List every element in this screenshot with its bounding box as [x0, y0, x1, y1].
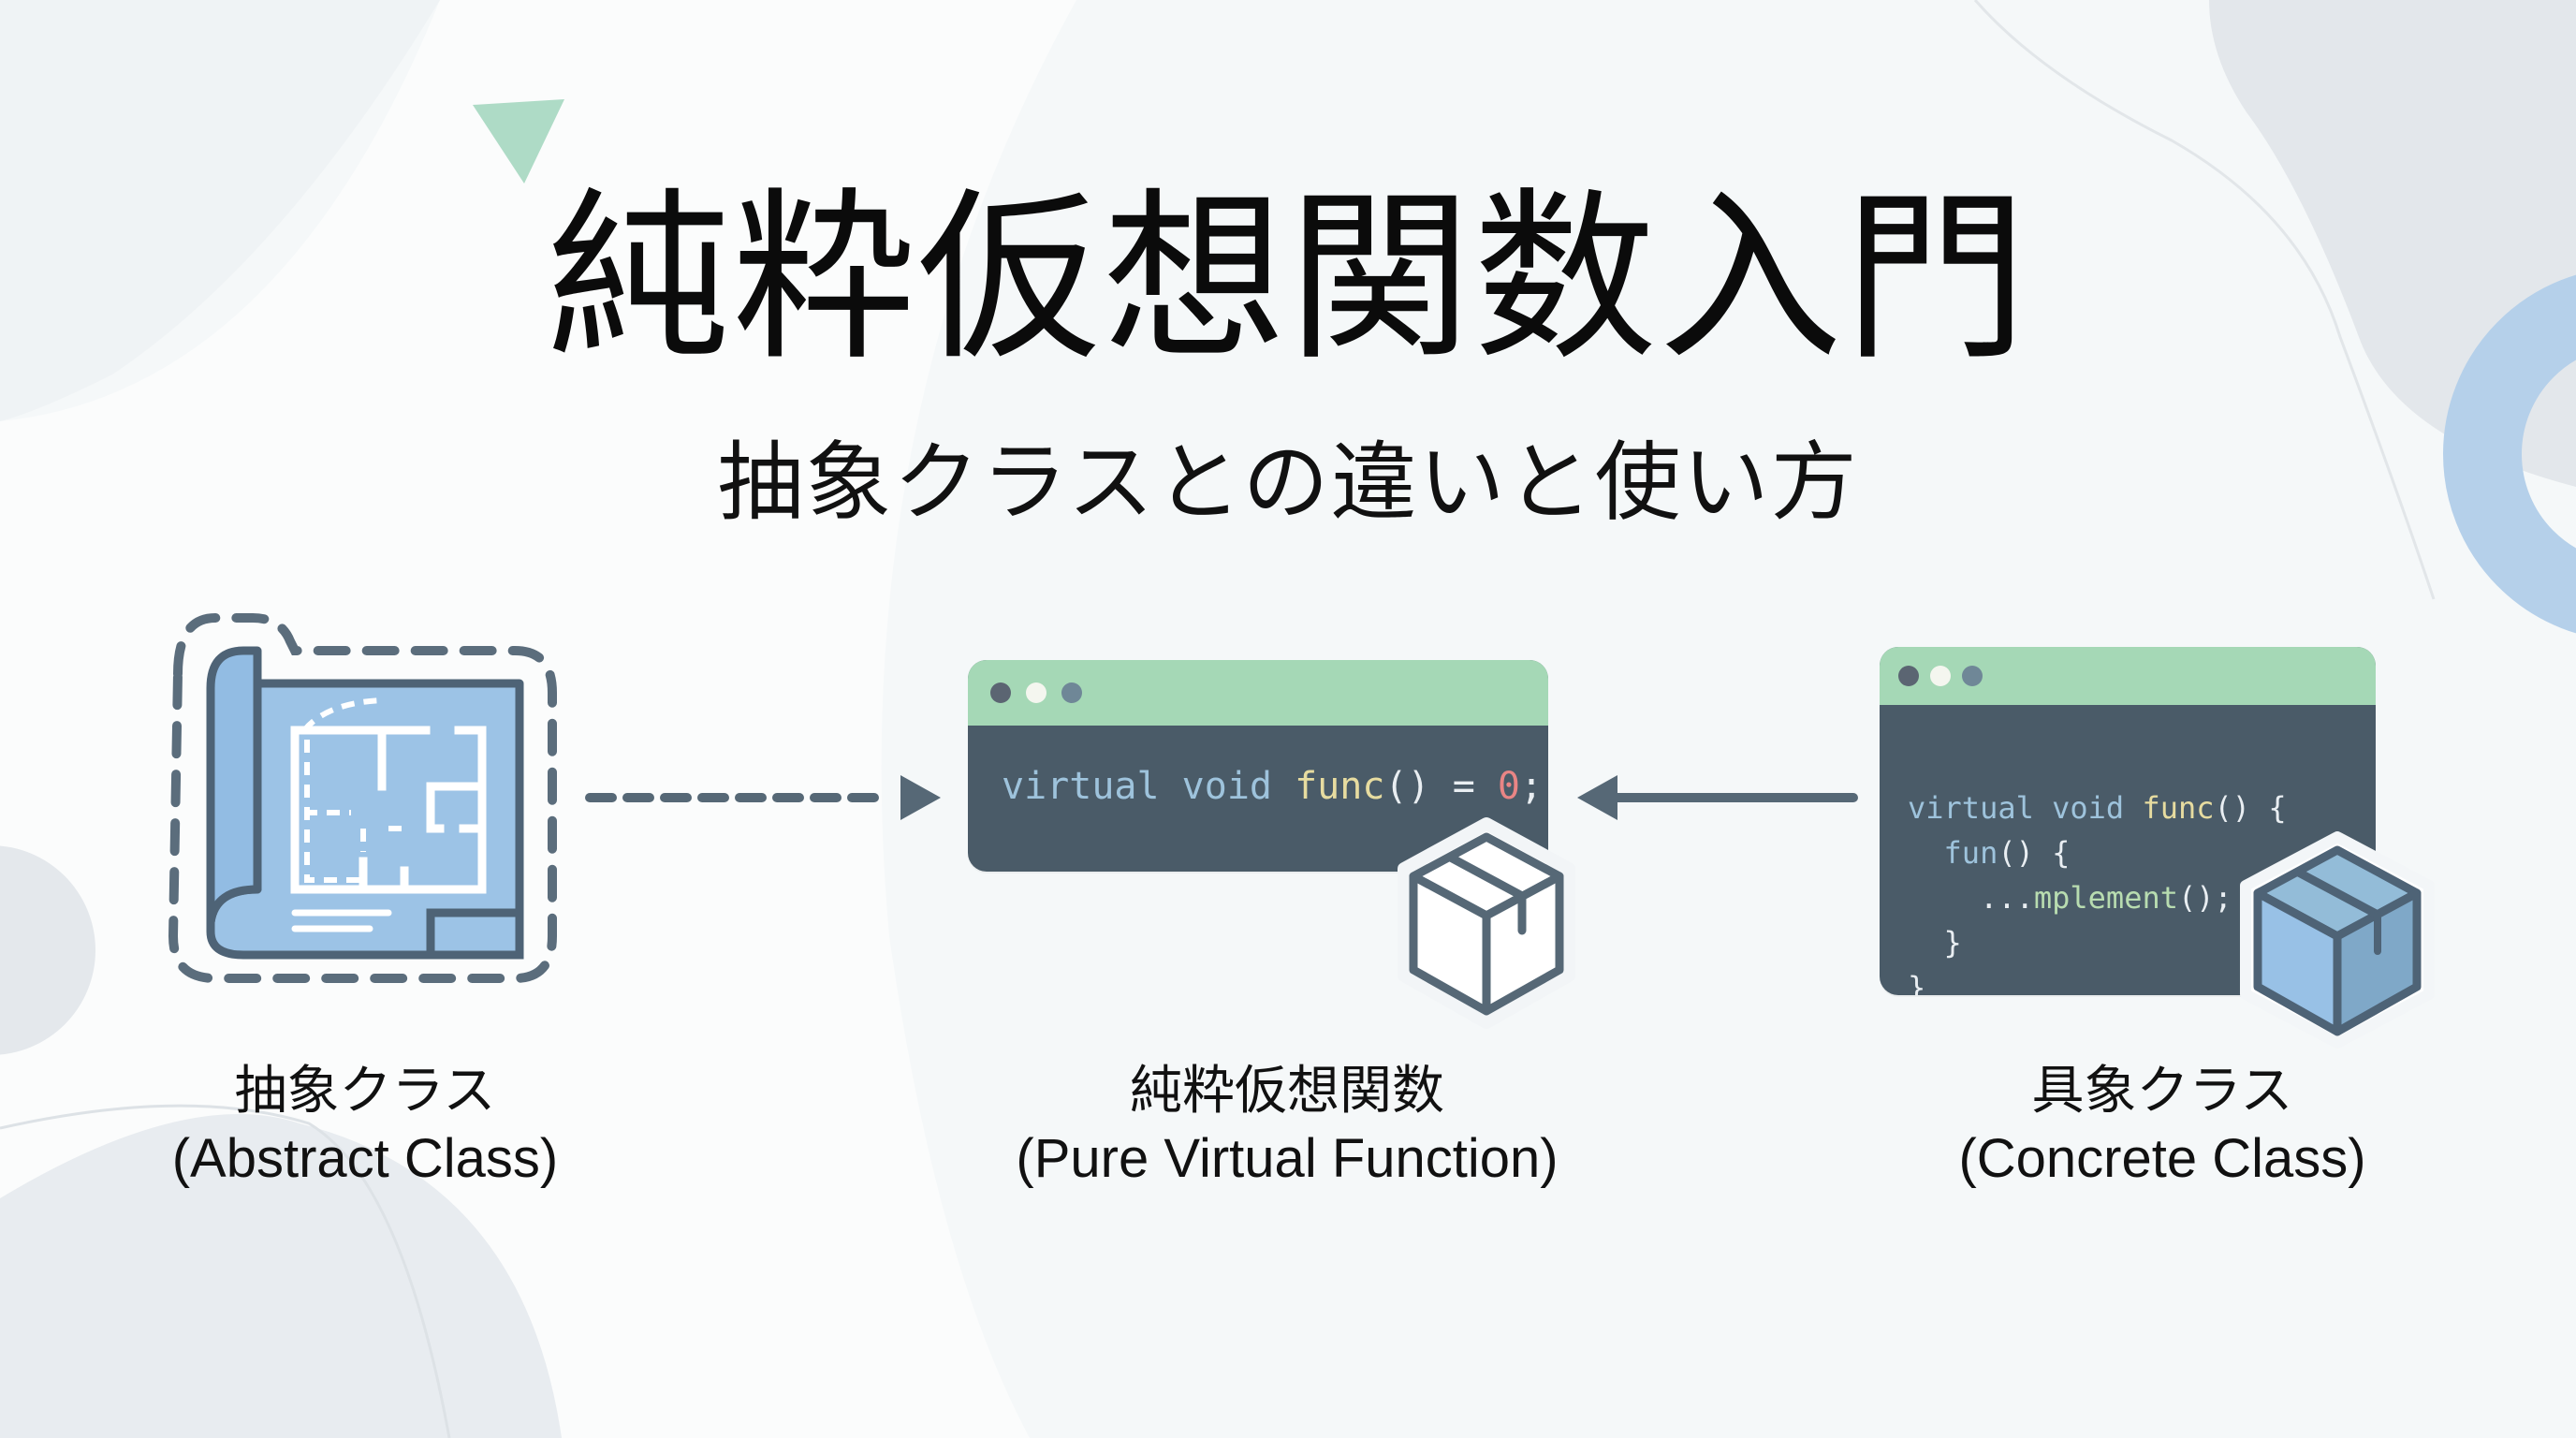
- code-zero: 0: [1497, 765, 1520, 808]
- arrowhead-right: [900, 775, 941, 820]
- ring-decoration: [2443, 274, 2576, 634]
- pure-virtual-code: virtual void func() = 0;: [1002, 765, 1543, 808]
- window-titlebar: [968, 660, 1548, 726]
- box-outline-icon: [1398, 817, 1575, 1029]
- bg-blob-bottom-left: [0, 1114, 562, 1438]
- blueprint-icon: [168, 613, 557, 983]
- bg-band-left: [0, 0, 440, 421]
- window-dot-2: [1930, 666, 1951, 686]
- code-parens: (): [1384, 765, 1430, 808]
- bg-circle-left: [0, 845, 95, 1055]
- code-semicolon: ;: [1519, 765, 1544, 808]
- dashed-arrow: [585, 775, 941, 820]
- code-keyword: virtual: [1002, 765, 1160, 808]
- window-dot-2: [1026, 682, 1046, 703]
- code-keyword: void: [1181, 765, 1272, 808]
- page-subtitle: 抽象クラスとの違いと使い方: [717, 433, 1859, 533]
- code-equals: =: [1452, 765, 1475, 808]
- code-line: virtual void func() {: [1908, 790, 2287, 826]
- page-title: 純粋仮想関数入門: [546, 172, 2029, 386]
- window-dot-3: [1061, 682, 1082, 703]
- window-dot-1: [990, 682, 1011, 703]
- window-titlebar: [1880, 647, 2376, 705]
- code-line: }: [1908, 925, 1962, 961]
- concrete-code: virtual void func() { fun() { ...mplemen…: [1908, 741, 2287, 995]
- label-pure-virtual-function: 純粋仮想関数 (Pure Virtual Function): [959, 1058, 1615, 1193]
- code-line: fun() {: [1908, 835, 2071, 871]
- label-en: (Abstract Class): [171, 1128, 559, 1189]
- bg-curve-line-right: [1973, 0, 2436, 600]
- dashed-outline: [168, 613, 557, 983]
- window-dot-3: [1962, 666, 1983, 686]
- label-ja: 具象クラス: [2031, 1061, 2293, 1122]
- code-line: ...mplement();: [1908, 880, 2232, 916]
- label-en: (Concrete Class): [1958, 1128, 2366, 1189]
- arrowhead-left: [1577, 775, 1617, 820]
- label-en: (Pure Virtual Function): [1016, 1128, 1559, 1189]
- code-line: }: [1908, 970, 1926, 995]
- code-function-name: func: [1295, 765, 1385, 808]
- label-concrete-class: 具象クラス (Concrete Class): [1919, 1058, 2406, 1193]
- window-dot-1: [1898, 666, 1919, 686]
- bg-curve-line-left: [0, 1104, 451, 1438]
- label-ja: 抽象クラス: [234, 1061, 496, 1122]
- triangle-decoration: [473, 99, 564, 183]
- box-filled-icon: [2240, 831, 2435, 1049]
- label-ja: 純粋仮想関数: [1130, 1061, 1444, 1122]
- label-abstract-class: 抽象クラス (Abstract Class): [131, 1058, 599, 1193]
- bg-white-region: [0, 0, 1076, 1438]
- solid-arrow: [1577, 775, 1858, 820]
